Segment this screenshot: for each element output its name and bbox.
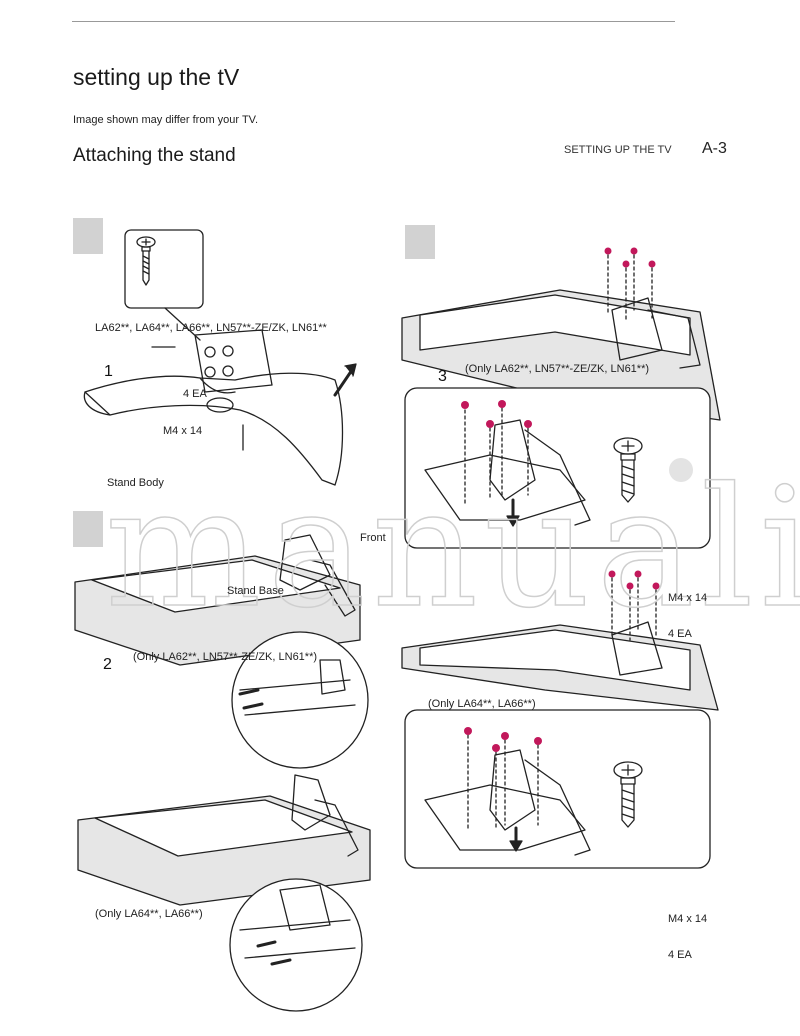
step-marker-1 (73, 218, 103, 254)
top-rule (72, 21, 675, 22)
screw-size-label: M4 x 14 (668, 592, 708, 604)
step-number-3: 3 (438, 368, 447, 385)
screw-callout-box (124, 229, 204, 309)
model-note-step3-a: (Only LA62**, LN57**-ZE/ZK, LN61**) (465, 363, 650, 375)
tv-back-drawing-step2 (74, 534, 369, 769)
front-label: Front (360, 532, 386, 544)
quantity-label: 4 EA (183, 388, 207, 400)
tv-back-drawing-step2b (77, 774, 371, 1012)
stand-body-drawing (83, 329, 357, 486)
tv-back-drawing-step3a (401, 254, 721, 549)
page-title: setting up the tV (73, 64, 240, 90)
screw-size-label: M4 x 14 (668, 913, 708, 925)
screw-size-label: M4 x 14 (163, 425, 203, 437)
step-number-2: 2 (103, 656, 112, 673)
pink-screws (461, 247, 660, 752)
tv-back-drawing-step3b (401, 577, 719, 869)
screw-icon (613, 761, 643, 828)
quantity-label: 4 EA (668, 628, 692, 640)
screw-icon (613, 437, 643, 503)
step-marker-3 (405, 225, 435, 259)
step-number-1: 1 (104, 363, 113, 380)
stand-body-label: Stand Body (107, 477, 164, 489)
stand-base-label: Stand Base (227, 585, 284, 597)
models-label: LA62**, LA64**, LA66**, LN57**-ZE/ZK, LN… (95, 322, 327, 334)
quantity-label: 4 EA (668, 949, 692, 961)
step-marker-2 (73, 511, 103, 547)
screw-icon (136, 236, 156, 286)
running-header: SETTING UP THE TV (564, 144, 672, 156)
model-note-step3-b: (Only LA64**, LA66**) (428, 698, 536, 710)
model-note-step2-a: (Only LA62**, LN57**-ZE/ZK, LN61**) (133, 651, 318, 663)
image-note: Image shown may differ from your TV. (73, 114, 259, 126)
model-note-step2-b: (Only LA64**, LA66**) (95, 908, 203, 920)
section-heading: Attaching the stand (73, 145, 236, 166)
page-number: A-3 (702, 140, 727, 157)
